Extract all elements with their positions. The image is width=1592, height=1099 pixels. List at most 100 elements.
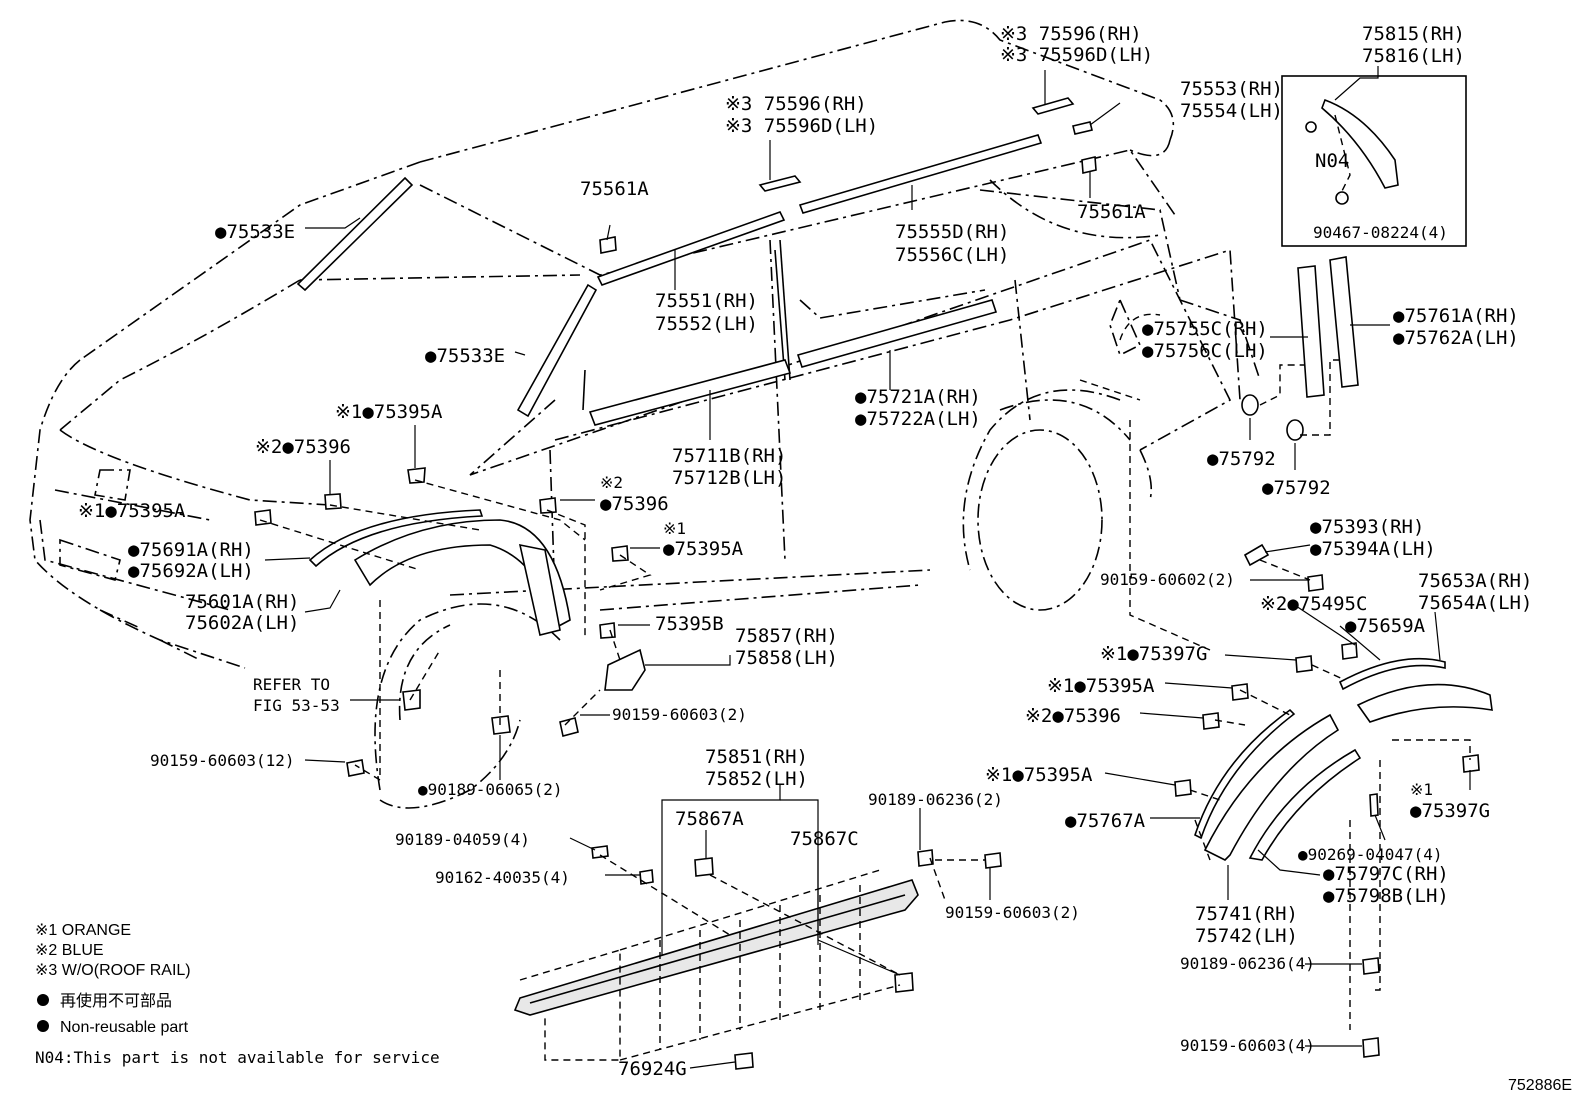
clip-75397g-2 <box>1462 754 1480 773</box>
legend-note-3: ※3 W/O(ROOF RAIL) <box>35 962 191 979</box>
screw-90159-60603-4 <box>1362 1037 1380 1058</box>
label-75601a: 75601A(RH) <box>185 591 299 613</box>
clip-75396-1 <box>324 493 342 510</box>
grommet-75792-b <box>1286 419 1304 441</box>
clip-75561a-left <box>599 236 617 254</box>
label-75659a: ●75659A <box>1345 615 1426 637</box>
label-75792-b: ●75792 <box>1262 477 1331 499</box>
rocker-panel <box>513 879 919 1016</box>
label-75596-rh-mid: ※3 75596(RH) <box>725 93 867 115</box>
screw-90159-60603-a <box>559 717 579 737</box>
windshield-molding-side <box>516 283 598 418</box>
label-75867c: 75867C <box>790 828 859 850</box>
clip-75553 <box>1072 121 1093 135</box>
label-75596d-lh-mid: ※3 75596D(LH) <box>725 115 878 137</box>
label-75852: 75852(LH) <box>705 768 808 790</box>
label-90269-04047: ●90269-04047(4) <box>1298 845 1443 864</box>
label-90189-04059: 90189-04059(4) <box>395 830 530 849</box>
legend-n04: N04:This part is not available for servi… <box>35 1048 440 1067</box>
vehicle-outline <box>29 19 1261 809</box>
label-75691a: ●75691A(RH) <box>128 539 254 561</box>
label-75741: 75741(RH) <box>1195 903 1298 925</box>
rear-quarter-flare <box>1356 683 1493 723</box>
rear-molding-thin <box>1338 657 1446 691</box>
clip-75867a <box>694 857 714 877</box>
clip-75395a-5 <box>1174 779 1192 797</box>
screw-90159-60603-b <box>984 852 1002 869</box>
roof-pad-rear <box>1031 97 1075 115</box>
assembly-lines <box>259 114 1471 1061</box>
label-75851: 75851(RH) <box>705 746 808 768</box>
legend-note-2: ※2 BLUE <box>35 942 104 959</box>
label-75397g-2-mark: ※1 <box>1410 780 1433 799</box>
legend: ※1 ORANGE ※2 BLUE ※3 W/O(ROOF RAIL) 再使用不… <box>35 922 1572 1094</box>
clip-75395b <box>599 622 616 639</box>
label-75798b: ●75798B(LH) <box>1323 885 1449 907</box>
clip-refer <box>402 689 421 711</box>
label-75393: ●75393(RH) <box>1310 516 1424 538</box>
label-75596d-lh-top: ※3 75596D(LH) <box>1000 44 1153 66</box>
label-90189-06236-a: 90189-06236(2) <box>868 790 1003 809</box>
legend-note-1: ※1 ORANGE <box>35 922 131 939</box>
label-75553: 75553(RH) <box>1180 78 1283 100</box>
label-75867a: 75867A <box>675 808 744 830</box>
label-90159-60603-4: 90159-60603(4) <box>1180 1036 1315 1055</box>
rear-quarter-flare-outer <box>1203 713 1340 861</box>
clip-75495c <box>1341 642 1358 660</box>
rear-door-molding <box>796 299 998 368</box>
clip-90189-04059 <box>591 845 609 859</box>
label-75756c: ●75756C(LH) <box>1142 340 1268 362</box>
label-75596-rh-top: ※3 75596(RH) <box>1000 23 1142 45</box>
label-90467: 90467-08224(4) <box>1313 223 1448 242</box>
inset-box <box>1281 75 1467 247</box>
rear-spoiler-side <box>1321 98 1399 189</box>
label-75767a: ●75767A <box>1065 810 1146 832</box>
label-75762a: ●75762A(LH) <box>1393 327 1519 349</box>
nut-90189-06065 <box>491 715 511 735</box>
front-door-molding <box>588 359 792 426</box>
label-75792-a: ●75792 <box>1207 448 1276 470</box>
label-75396-2-mark: ※2 <box>600 473 623 492</box>
legend-jp: 再使用不可部品 <box>60 992 172 1010</box>
part-labels: ※3 75596(RH) ※3 75596D(LH) 75815(RH) 758… <box>78 23 1532 1080</box>
label-75396-1: ※2●75396 <box>255 436 351 458</box>
label-90159-60603-12: 90159-60603(12) <box>150 751 295 770</box>
nut-90189-06236-a <box>917 849 934 867</box>
label-75396-3: ※2●75396 <box>1025 705 1121 727</box>
fasteners <box>254 467 1480 1070</box>
label-76924g: 76924G <box>618 1058 687 1080</box>
screw-90159-60603-12 <box>346 759 365 777</box>
label-75797c: ●75797C(RH) <box>1323 863 1449 885</box>
label-75858: 75858(LH) <box>735 647 838 669</box>
rear-wheel-flare-lower <box>1248 748 1362 861</box>
label-75397g-2: ●75397G <box>1410 800 1490 822</box>
fender-liner <box>518 543 561 636</box>
label-75722a: ●75722A(LH) <box>855 408 981 430</box>
leader-lines <box>264 66 1471 1069</box>
label-90159-60603-a: 90159-60603(2) <box>612 705 747 724</box>
label-refer-2: FIG 53-53 <box>253 696 340 715</box>
label-75394a: ●75394A(LH) <box>1310 538 1436 560</box>
label-75755c: ●75755C(RH) <box>1142 318 1268 340</box>
roof-pad-mid <box>758 175 802 192</box>
screw-90159-60602 <box>1307 574 1324 592</box>
label-75692a: ●75692A(LH) <box>128 560 254 582</box>
legend-dot-jp <box>37 994 49 1006</box>
clip-76924g <box>734 1052 754 1070</box>
mudguard-front <box>604 648 646 691</box>
clip-75561a-right <box>1081 156 1097 174</box>
label-75551: 75551(RH) <box>655 290 758 312</box>
parts-drawings <box>296 97 1493 1016</box>
roof-molding-front <box>596 211 786 286</box>
legend-dot-en <box>37 1020 49 1032</box>
label-75815: 75815(RH) <box>1362 23 1465 45</box>
label-75552: 75552(LH) <box>655 313 758 335</box>
nut-90189-06236-b <box>1362 957 1380 975</box>
label-75395a-4: ※1●75395A <box>1047 675 1155 697</box>
roof-molding-rear <box>798 134 1043 214</box>
label-75395a-1: ※1●75395A <box>335 401 443 423</box>
label-75711b: 75711B(RH) <box>672 445 786 467</box>
label-75555d: 75555D(RH) <box>895 221 1009 243</box>
clip-75395a-1 <box>407 467 426 484</box>
